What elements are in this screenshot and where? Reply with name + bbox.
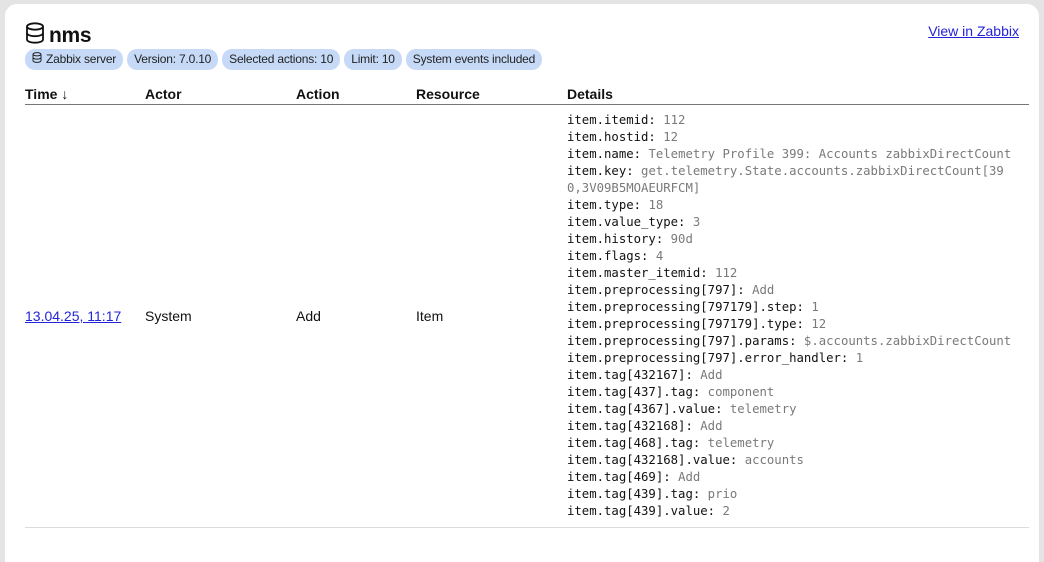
detail-value: 112	[715, 266, 738, 280]
table-header-row: Time ↓ Actor Action Resource Details	[25, 84, 1029, 105]
detail-value: 1	[811, 300, 819, 314]
detail-value: $.accounts.zabbixDirectCount	[803, 334, 1012, 348]
detail-key: item.preprocessing[797]:	[567, 283, 745, 297]
column-header-actor: Actor	[145, 84, 296, 105]
detail-value: telemetry	[707, 436, 775, 450]
detail-key: item.preprocessing[797179].step:	[567, 300, 804, 314]
detail-line: item.tag[4367].value: telemetry	[567, 401, 1012, 418]
detail-value: 12	[663, 130, 679, 144]
detail-key: item.tag[469]:	[567, 470, 671, 484]
badge-system-events: System events included	[405, 49, 543, 70]
detail-value: component	[707, 385, 775, 399]
database-icon	[25, 22, 49, 49]
detail-value: 2	[722, 504, 730, 518]
detail-key: item.value_type:	[567, 215, 686, 229]
detail-key: item.tag[432167]:	[567, 368, 693, 382]
detail-line: item.preprocessing[797]: Add	[567, 282, 1012, 299]
page-title: nms	[49, 23, 92, 47]
detail-line: item.preprocessing[797].params: $.accoun…	[567, 333, 1012, 350]
time-link[interactable]: 13.04.25, 11:17	[25, 308, 122, 324]
audit-log-card: nms View in Zabbix Zabbix server Version…	[5, 4, 1039, 562]
detail-value: Telemetry Profile 399: Accounts zabbixDi…	[648, 147, 1012, 161]
column-header-action: Action	[296, 84, 416, 105]
detail-key: item.tag[4367].value:	[567, 402, 723, 416]
detail-key: item.name:	[567, 147, 642, 161]
detail-value: 12	[811, 317, 827, 331]
detail-key: item.type:	[567, 198, 642, 212]
detail-key: item.master_itemid:	[567, 266, 708, 280]
detail-line: item.flags: 4	[567, 248, 1012, 265]
detail-line: item.hostid: 12	[567, 129, 1012, 146]
detail-line: item.master_itemid: 112	[567, 265, 1012, 282]
detail-line: item.tag[439].value: 2	[567, 503, 1012, 520]
detail-line: item.tag[432168]: Add	[567, 418, 1012, 435]
view-in-zabbix-link[interactable]: View in Zabbix	[928, 23, 1019, 39]
detail-line: item.tag[432167]: Add	[567, 367, 1012, 384]
detail-value: telemetry	[729, 402, 797, 416]
detail-line: item.preprocessing[797179].step: 1	[567, 299, 1012, 316]
detail-line: item.type: 18	[567, 197, 1012, 214]
detail-line: item.tag[439].tag: prio	[567, 486, 1012, 503]
detail-value: Add	[752, 283, 775, 297]
badge-label: Zabbix server	[46, 52, 117, 66]
detail-value: Add	[678, 470, 701, 484]
badge-selected-actions: Selected actions: 10	[222, 49, 341, 70]
badge-limit: Limit: 10	[344, 49, 402, 70]
detail-value: 3	[692, 215, 701, 229]
detail-key: item.tag[432168]:	[567, 419, 693, 433]
detail-value: Add	[700, 368, 723, 382]
detail-line: item.history: 90d	[567, 231, 1012, 248]
detail-line: item.key: get.telemetry.State.accounts.z…	[567, 163, 1012, 197]
detail-key: item.preprocessing[797].error_handler:	[567, 351, 849, 365]
column-header-resource: Resource	[416, 84, 567, 105]
detail-value: Add	[700, 419, 723, 433]
detail-key: item.preprocessing[797].params:	[567, 334, 797, 348]
detail-key: item.tag[439].tag:	[567, 487, 701, 501]
cell-resource: Item	[416, 104, 567, 528]
audit-table: Time ↓ Actor Action Resource Details 13.…	[25, 84, 1029, 528]
detail-line: item.preprocessing[797].error_handler: 1	[567, 350, 1012, 367]
detail-value: prio	[707, 487, 738, 501]
detail-line: item.tag[469]: Add	[567, 469, 1012, 486]
detail-line: item.tag[432168].value: accounts	[567, 452, 1012, 469]
detail-key: item.hostid:	[567, 130, 656, 144]
detail-line: item.preprocessing[797179].type: 12	[567, 316, 1012, 333]
detail-value: 90d	[670, 232, 693, 246]
detail-key: item.itemid:	[567, 113, 656, 127]
detail-line: item.value_type: 3	[567, 214, 1012, 231]
detail-key: item.tag[468].tag:	[567, 436, 701, 450]
detail-key: item.tag[437].tag:	[567, 385, 701, 399]
cell-action: Add	[296, 104, 416, 528]
database-icon	[32, 49, 46, 70]
column-header-details: Details	[567, 84, 1029, 105]
table-row: 13.04.25, 11:17 System Add Item item.ite…	[25, 104, 1029, 528]
detail-value: 18	[648, 198, 664, 212]
detail-value: 1	[855, 351, 864, 365]
detail-key: item.flags:	[567, 249, 649, 263]
filter-badges: Zabbix server Version: 7.0.10 Selected a…	[25, 49, 543, 70]
detail-line: item.name: Telemetry Profile 399: Accoun…	[567, 146, 1012, 163]
detail-key: item.tag[439].value:	[567, 504, 716, 518]
detail-value: accounts	[744, 453, 804, 467]
detail-value: get.telemetry.State.accounts.zabbixDirec…	[567, 164, 1004, 195]
detail-value: 4	[655, 249, 664, 263]
detail-line: item.itemid: 112	[567, 112, 1012, 129]
badge-server: Zabbix server	[25, 49, 124, 70]
cell-time: 13.04.25, 11:17	[25, 104, 145, 528]
cell-actor: System	[145, 104, 296, 528]
detail-line: item.tag[468].tag: telemetry	[567, 435, 1012, 452]
detail-key: item.preprocessing[797179].type:	[567, 317, 804, 331]
badge-version: Version: 7.0.10	[127, 49, 219, 70]
detail-key: item.history:	[567, 232, 664, 246]
column-header-time[interactable]: Time ↓	[25, 84, 145, 105]
detail-value: 112	[663, 113, 686, 127]
detail-key: item.tag[432168].value:	[567, 453, 738, 467]
detail-key: item.key:	[567, 164, 634, 178]
page-header: nms	[25, 22, 92, 49]
detail-line: item.tag[437].tag: component	[567, 384, 1012, 401]
